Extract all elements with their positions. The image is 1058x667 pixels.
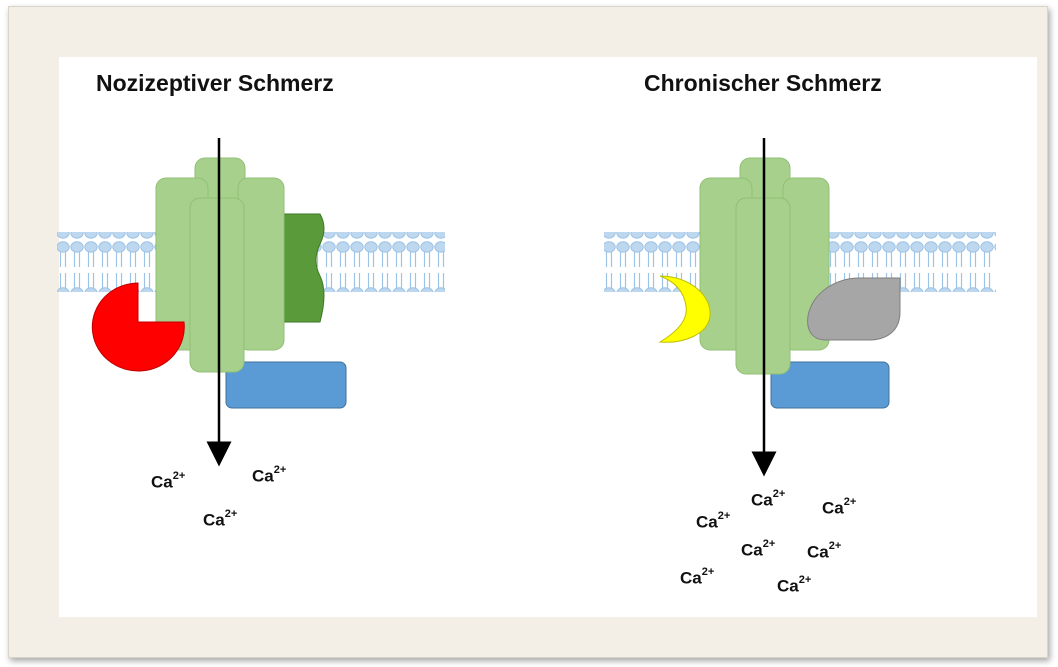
left-blue-subunit bbox=[225, 361, 347, 409]
ion-charge: 2+ bbox=[762, 538, 776, 550]
ion-charge: 2+ bbox=[772, 488, 786, 500]
left-ion-2: Ca2+ bbox=[252, 464, 287, 487]
right-gray-subunit bbox=[807, 277, 901, 341]
right-ion-5: Ca2+ bbox=[807, 540, 842, 563]
right-ion-2: Ca2+ bbox=[822, 496, 857, 519]
ion-base: Ca bbox=[680, 568, 702, 588]
right-yellow-subunit bbox=[658, 275, 711, 343]
ion-base: Ca bbox=[203, 510, 225, 530]
left-green-subunit bbox=[277, 213, 325, 323]
right-ion-4: Ca2+ bbox=[741, 538, 776, 561]
right-ion-7: Ca2+ bbox=[777, 574, 812, 597]
ion-base: Ca bbox=[751, 490, 773, 510]
ion-charge: 2+ bbox=[224, 508, 238, 520]
ion-charge: 2+ bbox=[798, 574, 812, 586]
right-ion-1: Ca2+ bbox=[751, 488, 786, 511]
ion-charge: 2+ bbox=[717, 510, 731, 522]
left-title: Nozizeptiver Schmerz bbox=[96, 70, 334, 96]
ion-base: Ca bbox=[741, 540, 763, 560]
right-ion-3: Ca2+ bbox=[696, 510, 731, 533]
left-red-subunit bbox=[91, 282, 185, 372]
ion-charge: 2+ bbox=[828, 540, 842, 552]
ion-base: Ca bbox=[151, 472, 173, 492]
left-ion-1: Ca2+ bbox=[151, 470, 186, 493]
ion-charge: 2+ bbox=[273, 464, 287, 476]
ion-charge: 2+ bbox=[172, 470, 186, 482]
right-title: Chronischer Schmerz bbox=[644, 70, 882, 96]
ion-base: Ca bbox=[807, 542, 829, 562]
ion-charge: 2+ bbox=[701, 566, 715, 578]
ion-base: Ca bbox=[777, 576, 799, 596]
left-ion-3: Ca2+ bbox=[203, 508, 238, 531]
right-ion-6: Ca2+ bbox=[680, 566, 715, 589]
ion-base: Ca bbox=[696, 512, 718, 532]
right-blue-subunit bbox=[770, 361, 890, 409]
ion-charge: 2+ bbox=[843, 496, 857, 508]
left-calcium-channel bbox=[155, 157, 285, 373]
ion-base: Ca bbox=[822, 498, 844, 518]
ion-base: Ca bbox=[252, 466, 274, 486]
